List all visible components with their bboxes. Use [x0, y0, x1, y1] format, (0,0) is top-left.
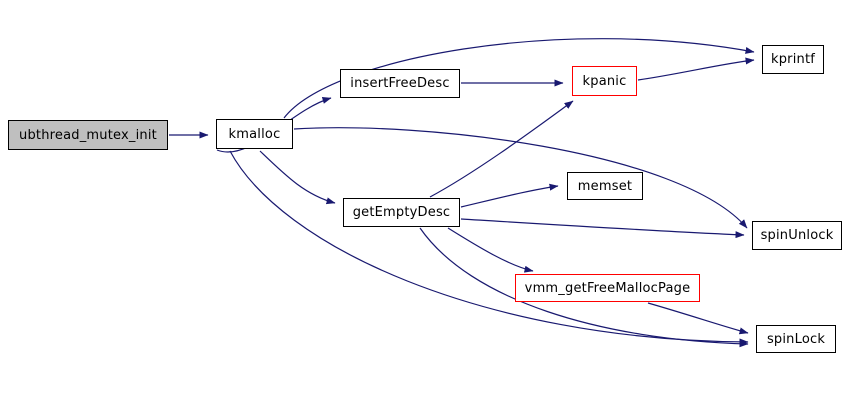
graph-edge [460, 183, 559, 208]
graph-node-label: kpanic [582, 73, 627, 89]
graph-node-label: vmm_getFreeMallocPage [524, 280, 691, 296]
graph-node-label: getEmptyDesc [352, 205, 451, 220]
graph-edge [293, 127, 748, 229]
graph-node-label: ubthread_mutex_init [19, 127, 157, 143]
graph-node-label: spinLock [766, 331, 826, 347]
graph-edge [647, 302, 749, 335]
graph-node-spinUnlock[interactable]: spinUnlock [752, 221, 842, 250]
graph-edge [229, 150, 749, 346]
graph-node-kmalloc[interactable]: kmalloc [216, 119, 293, 149]
graph-edge [283, 38, 755, 119]
graph-node-ubthread_mutex_init[interactable]: ubthread_mutex_init [8, 120, 168, 150]
graph-node-vmm_getFreeMallocPage[interactable]: vmm_getFreeMallocPage [515, 274, 700, 302]
graph-edge [447, 227, 534, 273]
graph-node-label: memset [577, 178, 633, 194]
graph-edge [460, 218, 745, 239]
graph-node-kpanic[interactable]: kpanic [572, 66, 637, 96]
graph-edge [429, 100, 574, 198]
graph-node-memset[interactable]: memset [567, 172, 643, 200]
graph-node-label: kmalloc [228, 126, 281, 142]
graph-node-label: kprintf [770, 52, 816, 67]
graph-node-spinLock[interactable]: spinLock [756, 325, 836, 353]
graph-edge [419, 227, 749, 348]
graph-node-label: insertFreeDesc [350, 76, 450, 91]
graph-edge [637, 57, 755, 81]
graph-node-kprintf[interactable]: kprintf [762, 45, 824, 74]
graph-edge [259, 150, 336, 205]
graph-node-label: spinUnlock [760, 228, 834, 243]
graph-node-getEmptyDesc[interactable]: getEmptyDesc [343, 198, 460, 227]
graph-node-insertFreeDesc[interactable]: insertFreeDesc [340, 69, 460, 98]
